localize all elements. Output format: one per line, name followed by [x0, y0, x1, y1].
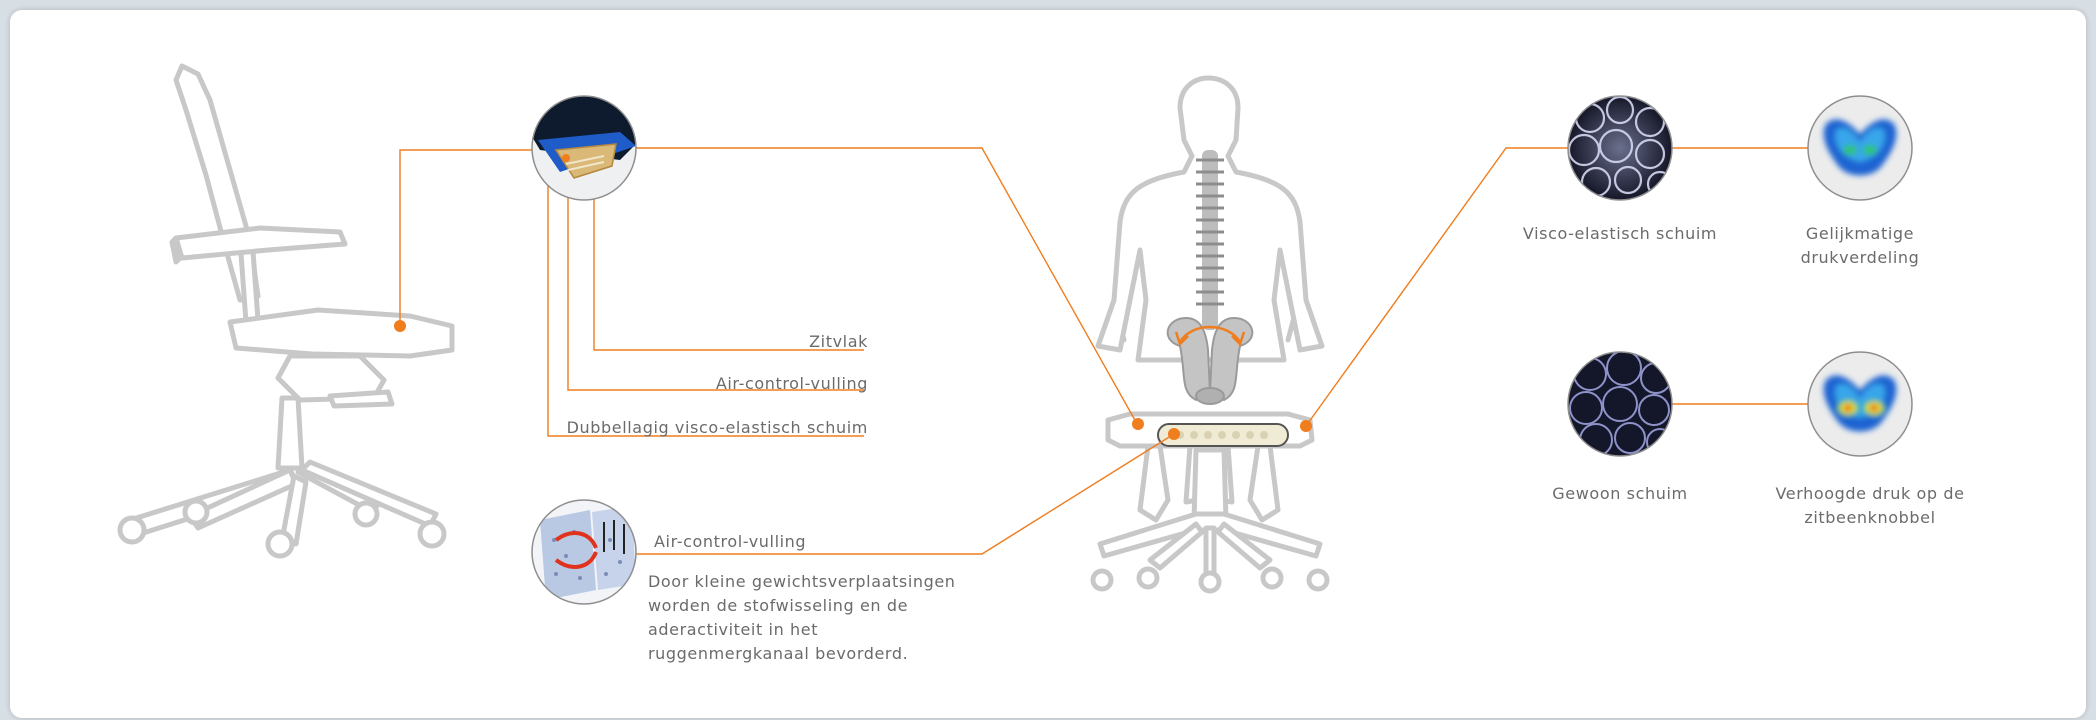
label-visco-elastisch-schuim: Visco-elastisch schuim [1510, 222, 1730, 246]
label-verhoogde-druk: Verhoogde druk op de zitbeenknobbel [1760, 482, 1980, 530]
label-air-control-vulling: Air-control-vulling [410, 374, 868, 393]
label-dubbellagig-visco-schuim: Dubbellagig visco-elastisch schuim [410, 418, 868, 437]
air-control-detail-icon [532, 500, 636, 604]
air-control-description: Door kleine gewichtsverplaatsingen worde… [648, 570, 978, 666]
office-chair-illustration [120, 66, 452, 556]
label-gewoon-schuim: Gewoon schuim [1510, 482, 1730, 506]
even-pressure-map-icon [1808, 96, 1912, 200]
label-air-control-vulling-detail: Air-control-vulling [654, 532, 806, 551]
visco-foam-texture-icon [1568, 96, 1672, 200]
diagram-canvas [10, 10, 2086, 718]
diagram-panel: Zitvlak Air-control-vulling Dubbellagig … [10, 10, 2086, 718]
normal-foam-texture-icon [1568, 351, 1673, 456]
label-gelijkmatige-drukverdeling: Gelijkmatige drukverdeling [1780, 222, 1940, 270]
peak-pressure-map-icon [1808, 352, 1912, 456]
label-zitvlak: Zitvlak [410, 332, 868, 351]
seat-layers-detail-icon [528, 96, 640, 200]
